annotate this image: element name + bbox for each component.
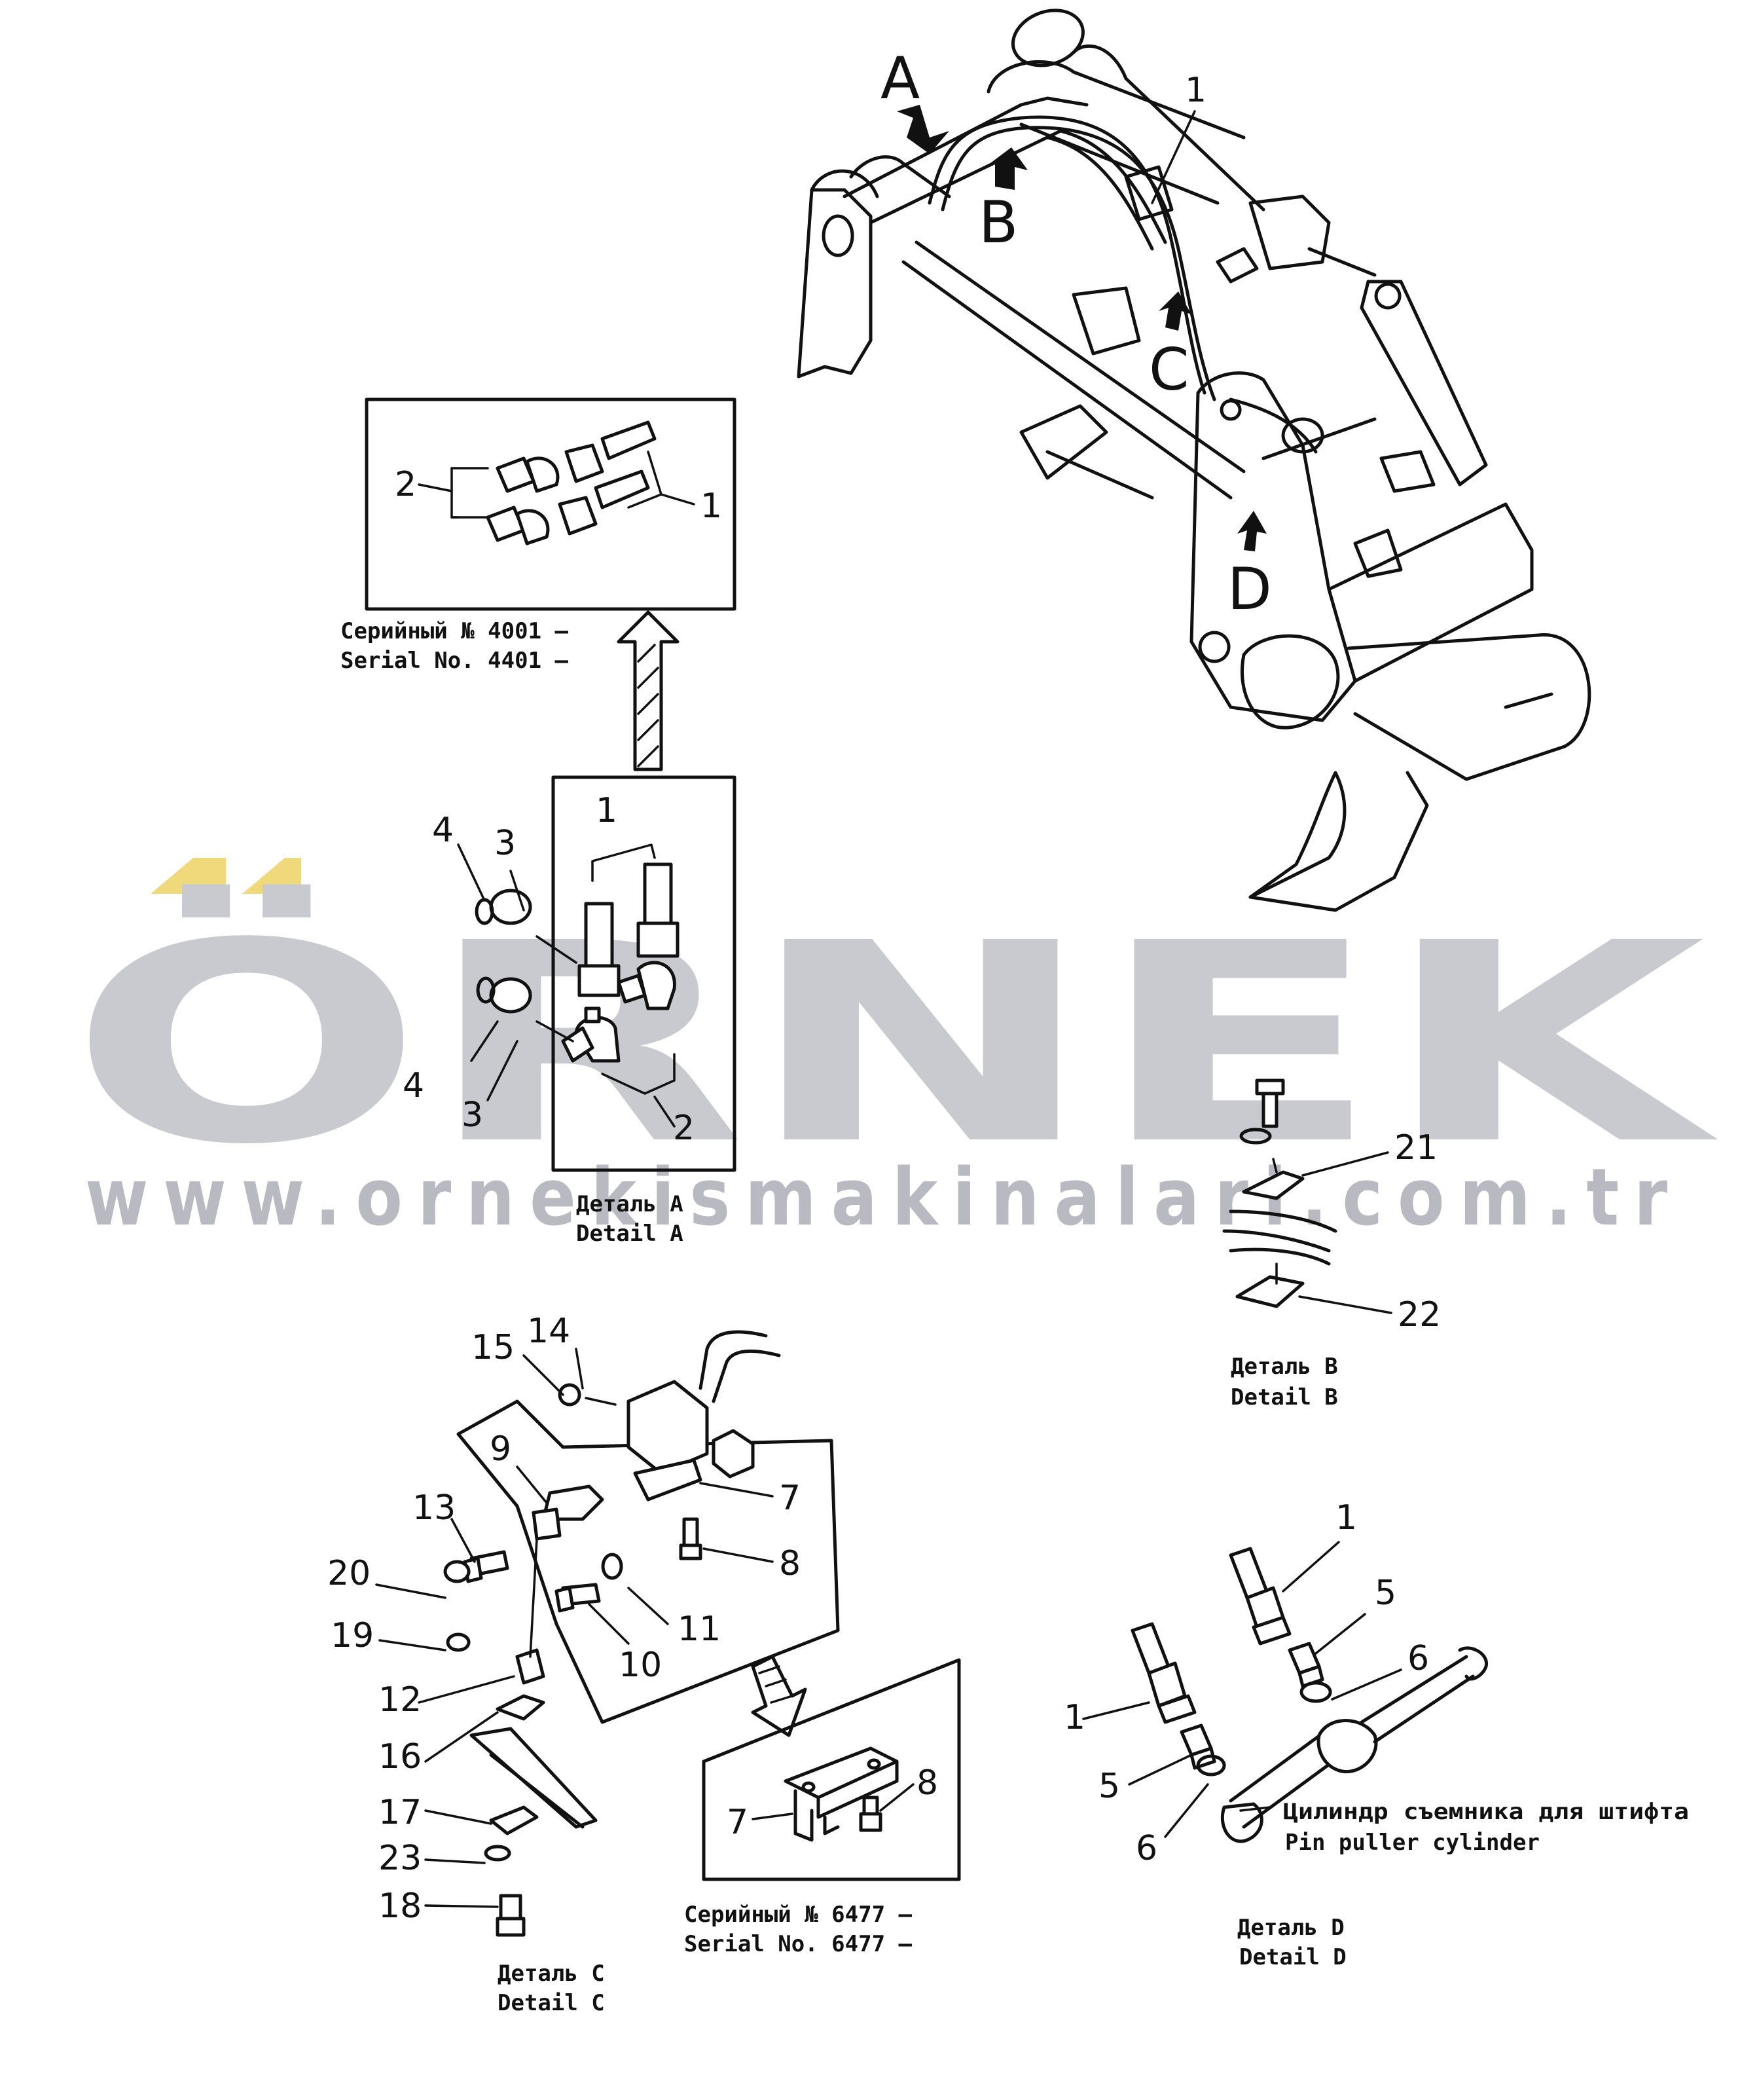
detail-c-callout-7: 7: [779, 1479, 801, 1518]
detail-a-callout-4-lower: 4: [403, 1066, 424, 1105]
overview-letter-c: C: [1149, 336, 1189, 403]
detail-c-caption-en: Detail C: [498, 1990, 605, 2016]
detail-a: [457, 775, 736, 1172]
detail-d: [1082, 1541, 1488, 1843]
detail-c-caption-ru: Деталь С: [498, 1961, 605, 1987]
overview-letter-d: D: [1227, 555, 1272, 623]
detail-d-callout-5-upper: 5: [1375, 1574, 1396, 1613]
arrow-b-icon: [985, 147, 1028, 190]
inset-serial-6477: [702, 1658, 961, 1881]
detail-c-callout-23: 23: [378, 1839, 422, 1878]
detail-c-callout-18: 18: [378, 1887, 422, 1926]
inset-6477-caption-ru: Серийный № 6477 —: [684, 1902, 913, 1928]
detail-b-callout-21: 21: [1394, 1128, 1438, 1168]
detail-d-caption-ru: Деталь D: [1237, 1915, 1345, 1941]
detail-d-cylinder-label-en: Pin puller cylinder: [1285, 1830, 1540, 1856]
detail-b-callout-22: 22: [1398, 1295, 1441, 1335]
detail-a-callout-1: 1: [596, 791, 617, 830]
detail-a-callout-4-upper: 4: [432, 811, 454, 850]
detail-c-callout-12: 12: [378, 1680, 422, 1720]
overview-labels: A B C D 1: [880, 45, 1272, 623]
detail-d-caption-en: Detail D: [1239, 1944, 1347, 1970]
detail-d-cylinder-label-ru: Цилиндр съемника для штифта: [1283, 1799, 1689, 1825]
overview-letter-a: A: [880, 45, 920, 112]
inset-serial-4001: 1 2: [365, 397, 736, 611]
inset-4001-caption-ru: Серийный № 4001 —: [340, 618, 569, 644]
detail-d-callout-1-lower: 1: [1064, 1698, 1085, 1737]
inset-6477-callout-8: 8: [916, 1763, 938, 1803]
detail-c-callout-11: 11: [678, 1610, 721, 1649]
arrow-c-icon: [1159, 291, 1191, 331]
overview-letter-b: B: [979, 189, 1018, 256]
detail-b: [1222, 1078, 1392, 1314]
detail-a-caption-ru: Деталь А: [576, 1191, 683, 1217]
detail-c-callout-15: 15: [471, 1328, 515, 1367]
detail-c-callout-9: 9: [490, 1429, 511, 1469]
detail-b-caption-en: Detail B: [1231, 1384, 1338, 1410]
ripper-overview-drawing: [797, 9, 1591, 912]
arrow-d-icon: [1237, 511, 1267, 551]
detail-c-callout-13: 13: [412, 1488, 456, 1528]
inset-4001-callout-2: 2: [395, 465, 416, 504]
detail-c-callout-20: 20: [327, 1554, 371, 1593]
detail-d-callout-6-upper: 6: [1407, 1639, 1429, 1678]
detail-b-caption-ru: Деталь В: [1231, 1354, 1338, 1380]
detail-a-callout-2: 2: [673, 1109, 695, 1148]
detail-d-callout-1-upper: 1: [1335, 1498, 1357, 1538]
up-arrow-icon: [617, 610, 680, 771]
detail-a-caption-en: Detail A: [576, 1221, 683, 1247]
overview-callout-1: 1: [1185, 71, 1206, 110]
detail-c-callout-17: 17: [378, 1793, 422, 1832]
watermark: ÖRNEK www.ornekismakinalari.com.tr: [69, 858, 1721, 1243]
watermark-accent-right: [242, 858, 301, 894]
detail-c-callout-16: 16: [378, 1737, 422, 1777]
inset-4001-caption-en: Serial No. 4401 —: [340, 648, 569, 674]
detail-c-callout-14: 14: [527, 1312, 570, 1351]
detail-c: [375, 1330, 840, 1937]
detail-a-callout-3-upper: 3: [494, 824, 516, 863]
inset-6477-callout-7: 7: [727, 1803, 748, 1842]
down-arrow-icon: [751, 1655, 807, 1737]
detail-c-callout-19: 19: [331, 1616, 374, 1655]
detail-a-callout-3-lower: 3: [462, 1096, 483, 1135]
watermark-url: www.ornekismakinalari.com.tr: [85, 1152, 1682, 1243]
detail-d-callout-6-lower: 6: [1136, 1829, 1157, 1868]
arrow-a-icon: [897, 105, 949, 154]
detail-c-callout-10: 10: [619, 1646, 662, 1685]
inset-6477-caption-en: Serial No. 6477 —: [684, 1931, 913, 1957]
inset-4001-callout-1: 1: [700, 487, 722, 526]
watermark-brand: ÖRNEK: [69, 881, 1721, 1205]
detail-d-callout-5-lower: 5: [1098, 1767, 1120, 1806]
watermark-accent-left: [151, 858, 226, 894]
detail-c-callout-8: 8: [779, 1544, 801, 1583]
